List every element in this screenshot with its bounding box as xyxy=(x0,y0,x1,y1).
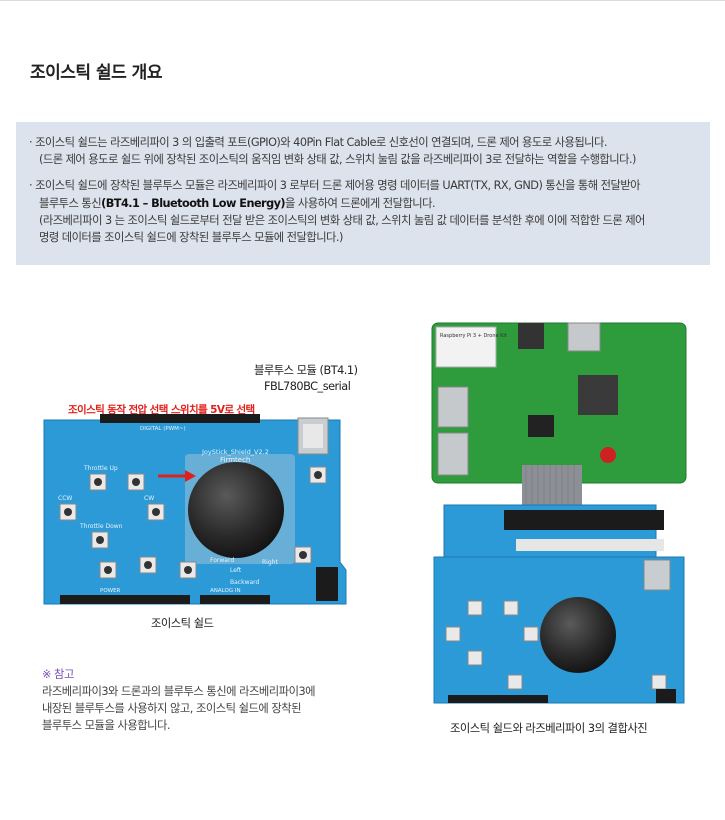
info-line-6: 명령 데이터를 조이스틱 쉴드에 장착된 블루투스 모듈에 전달합니다.) xyxy=(39,231,343,245)
board-throttle-up: Throttle Up xyxy=(83,465,118,472)
combined-photo: Raspberry Pi 3 + Drone Kit xyxy=(431,322,687,704)
board-cw: CW xyxy=(144,495,154,502)
board-left: Left xyxy=(230,567,242,574)
joystick-shield-photo: Firmtech JoyStick_Shield_V2.2 Throttle U… xyxy=(43,414,347,605)
top-divider xyxy=(0,0,725,1)
board-right: Right xyxy=(262,559,278,566)
right-figure-caption: 조이스틱 쉴드와 라즈베리파이 3의 결합사진 xyxy=(450,722,648,735)
board-analog: ANALOG IN xyxy=(210,588,241,594)
info-line-4: 블루투스 통신(BT4.1 – Bluetooth Low Energy)을 사… xyxy=(39,196,436,210)
board-power: POWER xyxy=(100,588,121,594)
board-digital: DIGITAL (PWM~) xyxy=(140,426,186,432)
note-line-2: 내장된 블루투스를 사용하지 않고, 조이스틱 쉴드에 장착된 xyxy=(42,702,302,715)
bt-module-label: 블루투스 모듈 (BT4.1) xyxy=(254,364,358,377)
info-line-1: · 조이스틱 쉴드는 라즈베리파이 3 의 입출력 포트(GPIO)와 40Pi… xyxy=(29,136,607,149)
bt-module-part-label: FBL780BC_serial xyxy=(264,380,351,393)
info-line-2: (드론 제어 용도로 쉴드 위에 장착된 조이스틱의 움직임 변화 상태 값, … xyxy=(39,153,636,167)
note-line-3: 블루투스 모듈을 사용합니다. xyxy=(42,719,171,732)
page-title: 조이스틱 쉴드 개요 xyxy=(30,63,162,83)
note-block: ※ 참고 라즈베리파이3와 드론과의 블루투스 통신에 라즈베리파이3에 내장된… xyxy=(42,666,316,734)
board-throttle-down: Throttle Down xyxy=(79,523,123,530)
left-figure-caption: 조이스틱 쉴드 xyxy=(151,617,214,630)
board-backward: Backward xyxy=(230,579,260,586)
note-line-1: 라즈베리파이3와 드론과의 블루투스 통신에 라즈베리파이3에 xyxy=(42,685,316,698)
pi-kit-label: Raspberry Pi 3 + Drone Kit xyxy=(440,333,507,339)
note-title: ※ 참고 xyxy=(42,668,74,681)
board-ccw: CCW xyxy=(58,495,72,502)
info-line-5: (라즈베리파이 3 는 조이스틱 쉴드로부터 전달 받은 조이스틱의 변화 상태… xyxy=(39,213,645,227)
info-line-3: · 조이스틱 쉴드에 장착된 블루투스 모듈은 라즈베리파이 3 로부터 드론 … xyxy=(29,179,641,193)
board-brand: Firmtech xyxy=(220,456,250,464)
info-box: · 조이스틱 쉴드는 라즈베리파이 3 의 입출력 포트(GPIO)와 40Pi… xyxy=(16,122,710,265)
board-forward: Forward xyxy=(210,557,234,564)
board-model: JoyStick_Shield_V2.2 xyxy=(201,448,269,456)
bt-spec: (BT4.1 – Bluetooth Low Energy) xyxy=(101,196,286,210)
voltage-switch-label: 조이스틱 동작 전압 선택 스위치를 5V로 선택 xyxy=(68,404,255,416)
